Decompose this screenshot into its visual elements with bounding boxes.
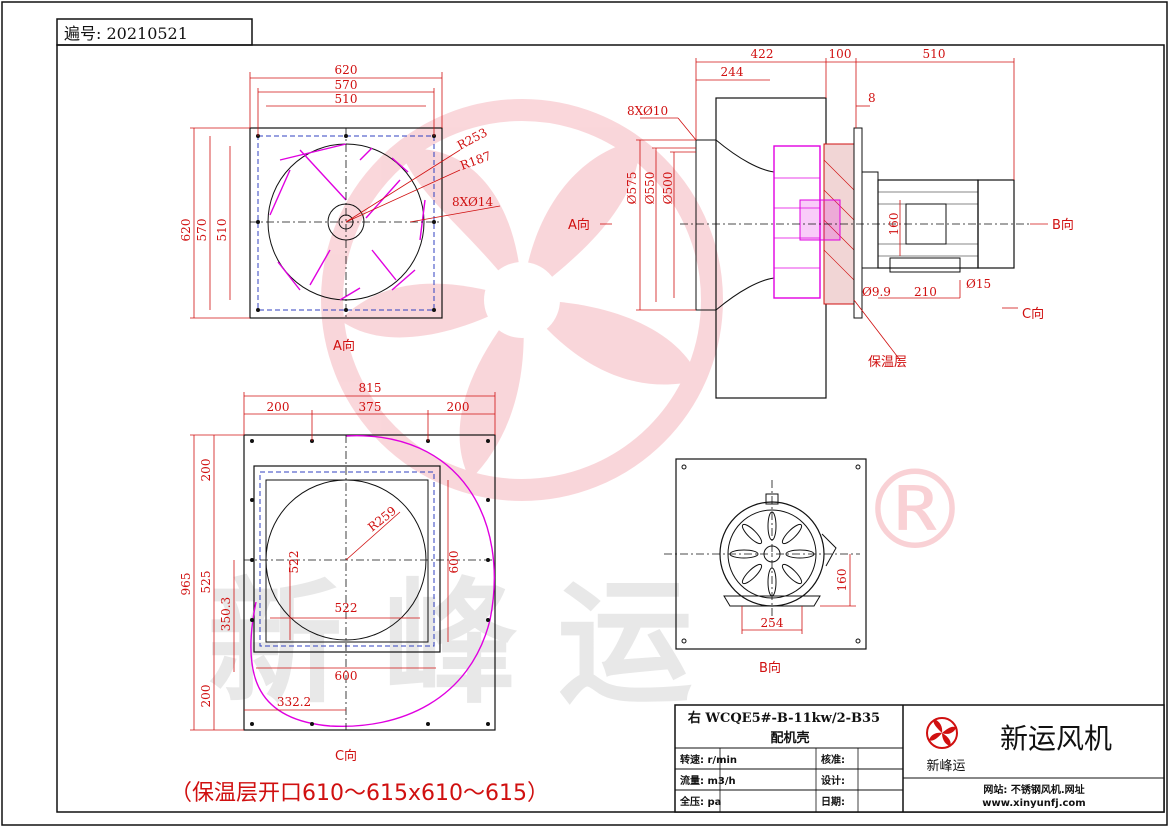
company-url: www.xinyunfj.com [982,798,1085,809]
dim-side-8: 8 [868,91,876,105]
dim-c-200a: 200 [267,400,290,414]
dim-c-600-vertical: 600 [447,551,461,574]
dim-c-965: 965 [179,573,193,596]
dim-side-phi9: Ø9.9 [862,285,891,299]
view-a: 620 570 510 620 570 510 R253 R187 8XØ14 … [179,63,501,354]
dim-side-422: 422 [751,47,774,61]
title-row-pressure: 全压: pa [679,795,721,808]
dim-c-525: 525 [199,571,213,594]
title-row-speed: 转速: r/min [680,753,737,766]
dim-side-510: 510 [923,47,946,61]
dim-c-522-horizontal: 522 [335,601,358,615]
dim-a-570-left: 570 [195,219,209,242]
arrow-b-label: B向 [1052,217,1074,233]
watermark-registered-mark: ® [860,446,970,574]
dim-a-r187: R187 [458,149,493,173]
dim-a-570-top: 570 [335,78,358,92]
drawing-number: 遍号: 20210521 [64,24,188,43]
dim-c-332: 332.2 [277,695,311,709]
dim-b-160: 160 [835,569,849,592]
company-name: 新运风机 [1000,722,1112,755]
dim-a-510-top: 510 [335,92,358,106]
dim-c-200b: 200 [447,400,470,414]
dim-side-phi15: Ø15 [966,277,991,291]
arrow-c-label: C向 [1022,306,1044,322]
title-row-design: 设计: [821,774,845,787]
dim-side-160: 160 [887,213,901,236]
insulation-label: 保温层 [868,355,907,370]
dim-a-620-left: 620 [179,219,193,242]
dim-side-phi575: Ø575 [625,172,639,205]
drawing-number-box [56,18,253,46]
dim-c-522-vertical: 522 [287,551,301,574]
dim-c-200-bottom: 200 [199,685,213,708]
label-c-view: C向 [335,748,357,764]
label-a-view: A向 [333,338,355,354]
title-row-date: 日期: [821,795,845,808]
inner-frame [56,44,1165,813]
dim-c-815: 815 [359,381,382,395]
title-row-approve: 核准: [821,753,845,766]
side-view: 422 100 510 244 8 8XØ10 Ø575 Ø550 Ø500 1… [568,47,1074,399]
view-c: 815 200 375 200 965 200 525 350.3 200 R2… [179,381,496,764]
dim-c-r259: R259 [365,504,399,535]
company-logo-icon [926,717,958,749]
dim-side-244: 244 [721,65,744,79]
dim-c-600-horizontal: 600 [335,669,358,683]
view-b: 160 254 B向 [664,458,867,676]
dim-side-210: 210 [914,285,937,299]
dim-side-phi550: Ø550 [643,172,657,205]
dim-side-100: 100 [829,47,852,61]
watermark-text: 新峰运 [208,565,733,722]
dim-c-375: 375 [359,400,382,414]
title-row-flow: 流量: m3/h [680,774,736,787]
title-subtitle: 配机壳 [770,730,809,746]
title-block: 右 WCQE5#-B-11kw/2-B35 配机壳 转速: r/min 核准: … [674,704,1165,813]
label-b-view: B向 [759,660,781,676]
insulation-opening-note: （保温层开口610～615x610～615） [170,781,549,806]
dim-side-phi500: Ø500 [661,172,675,205]
dim-a-620-top: 620 [335,63,358,77]
dim-c-350: 350.3 [219,597,233,631]
dim-c-200-top: 200 [199,459,213,482]
dim-a-holes: 8XØ14 [452,195,493,209]
dim-side-holes: 8XØ10 [627,104,668,118]
arrow-a-label: A向 [568,217,590,233]
dim-b-254: 254 [761,616,784,630]
title-model: 右 WCQE5#-B-11kw/2-B35 [687,710,880,726]
dim-a-510-left: 510 [215,219,229,242]
watermark-logo [321,99,723,501]
company-logo-text: 新峰运 [926,758,965,774]
company-website-label: 网站: 不锈钢风机.网址 [983,783,1084,796]
